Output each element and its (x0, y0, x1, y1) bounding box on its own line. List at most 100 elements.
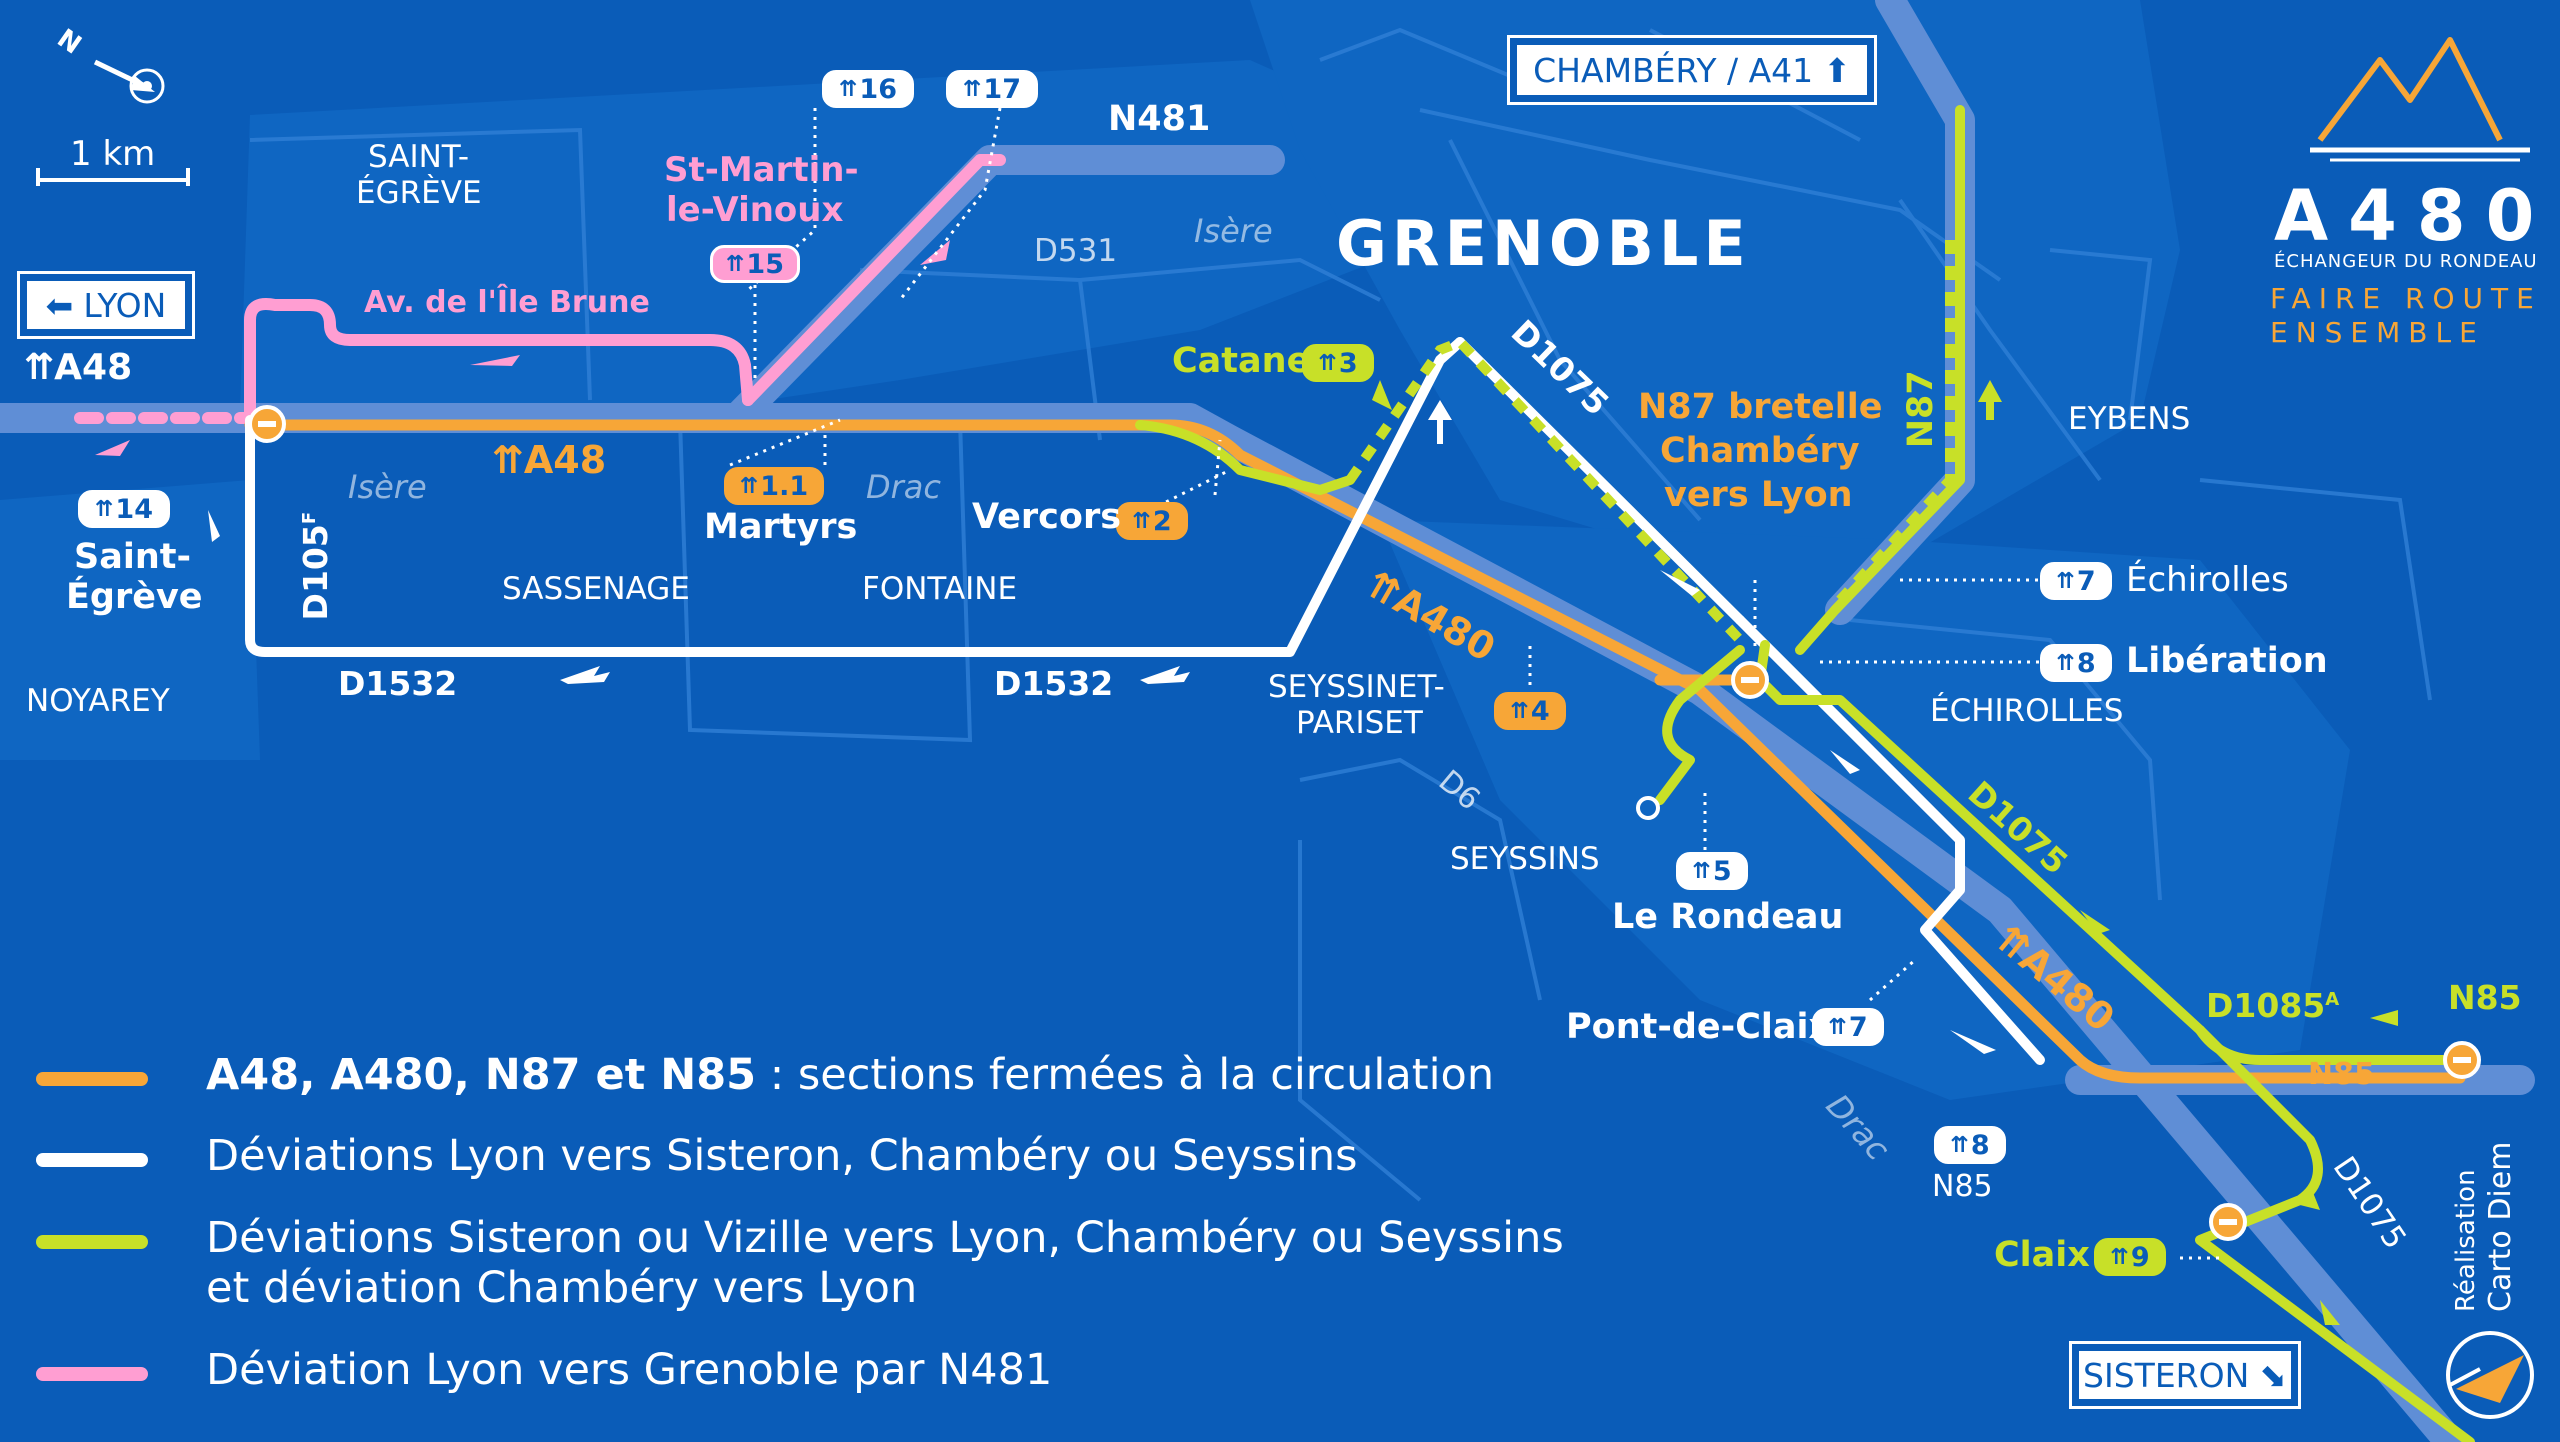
exit-badge-7b: ⇈7 (1812, 1008, 1884, 1046)
arrow-claix-up (2300, 1185, 2320, 1210)
pink-detour (74, 154, 1006, 424)
sign-lyon-label: LYON (83, 285, 167, 325)
river-isere-left: Isère (348, 468, 427, 506)
legend-row-pink: Déviation Lyon vers Grenoble par N481 (36, 1345, 1052, 1395)
place-fontaine: FONTAINE (862, 571, 1018, 607)
road-d1532-right: D1532 (994, 664, 1114, 703)
road-d105f: D105F (296, 511, 336, 621)
exit-name-martyrs: Martyrs (704, 507, 858, 547)
place-seyssins: SEYSSINS (1450, 841, 1600, 877)
place-saint-egreve-2: ÉGRÈVE (356, 175, 482, 211)
arrow-pont-de-claix (1950, 1030, 1996, 1054)
exit-name-le-rondeau: Le Rondeau (1612, 897, 1844, 937)
place-grenoble: GRENOBLE (1336, 207, 1751, 280)
scale-label: 1 km (70, 134, 156, 174)
road-n481: N481 (1108, 99, 1211, 139)
arrow-d1532-left (560, 666, 610, 684)
arrow-catane (1372, 380, 1392, 410)
road-n87: N87 (1900, 370, 1941, 449)
compass-icon (93, 59, 165, 104)
exit-icon: ⇈ (2056, 568, 2074, 594)
brand-tagline-2: ENSEMBLE (2270, 316, 2485, 349)
place-sassenage: SASSENAGE (502, 571, 690, 607)
exit-name-claix: Claix (1994, 1235, 2090, 1275)
le-rondeau-ring (1636, 796, 1660, 820)
sign-lyon: ⬅LYON (17, 271, 195, 339)
exit-badge-14: ⇈14 (78, 490, 170, 528)
legend-text-white: Déviations Lyon vers Sisteron, Chambéry … (206, 1131, 1358, 1181)
place-noyarey: NOYAREY (26, 683, 170, 719)
arrow-d1075-up (1428, 400, 1452, 444)
arrow-up-icon: ⬆ (1823, 50, 1851, 90)
green-dashed-detour (1345, 240, 1955, 644)
exit-icon: ⇈ (94, 496, 113, 522)
direction-arrows (208, 400, 1996, 1054)
green-arrows (1372, 380, 2398, 1325)
legend-swatch-white (36, 1153, 148, 1167)
sign-chambery-label: CHAMBÉRY / A41 (1533, 50, 1814, 90)
brand-subtitle: ÉCHANGEUR DU RONDEAU (2274, 251, 2538, 272)
arrow-echirolles-down (1830, 750, 1860, 774)
legend-row-white: Déviations Lyon vers Sisteron, Chambéry … (36, 1131, 1358, 1181)
credit-line-2: Carto Diem (2483, 1141, 2518, 1312)
exit-badge-8b: ⇈8 (1934, 1126, 2006, 1164)
place-echirolles: ÉCHIROLLES (1930, 693, 2124, 729)
legend-swatch-green (36, 1235, 148, 1249)
brand-tagline-1: FAIRE ROUTE (2270, 282, 2542, 315)
exit-icon: ⇈ (2056, 650, 2074, 676)
exit-name-st-martin-1: St-Martin- (664, 150, 859, 190)
sign-sisteron-label: SISTERON (2083, 1355, 2250, 1395)
arrow-d105f (208, 510, 220, 542)
scale-bar (36, 168, 190, 186)
exit-icon: ⇈ (1510, 698, 1528, 724)
exit-badge-15: ⇈15 (710, 245, 800, 283)
exit-icon: ⇈ (739, 473, 758, 499)
arrow-d1075-bottom (2320, 1300, 2340, 1325)
sign-chambery: CHAMBÉRY / A41⬆ (1507, 35, 1877, 105)
road-a48-left: ⇈A48 (24, 347, 133, 388)
exit-name-pont-de-claix: Pont-de-Claix (1566, 1007, 1832, 1047)
exit-icon: ⇈ (1828, 1014, 1846, 1040)
exit-badge-16: ⇈16 (822, 70, 914, 108)
exit-name-n87-bretelle-1: N87 bretelle (1638, 387, 1883, 427)
motorway-icon: ⇈ (492, 438, 524, 482)
credit-line-1: Réalisation (2451, 1169, 2481, 1312)
exit-badge-17: ⇈17 (946, 70, 1038, 108)
exit-name-vercors: Vercors (972, 497, 1122, 537)
exit-name-saint-egreve-2: Égrève (66, 577, 203, 617)
exit-icon: ⇈ (1318, 350, 1336, 376)
mountain-logo-icon (2310, 37, 2530, 162)
place-seyssinet-1: SEYSSINET- (1268, 669, 1445, 705)
road-n85-mid: N85 (2308, 1057, 2375, 1092)
exit-badge-2: ⇈2 (1116, 502, 1188, 540)
river-drac-top: Drac (866, 468, 941, 506)
exit-icon: ⇈ (1132, 508, 1150, 534)
sign-sisteron: SISTERON⬊ (2069, 1341, 2301, 1409)
place-saint-egreve-1: SAINT- (368, 139, 470, 175)
road-ile-brune: Av. de l'Île Brune (364, 285, 650, 320)
exit-badge-8a: ⇈8 (2040, 644, 2112, 682)
exit-badge-5: ⇈5 (1676, 852, 1748, 890)
exit-name-saint-egreve-1: Saint- (74, 537, 191, 577)
river-isere-top: Isère (1194, 212, 1273, 250)
urban-block-west (0, 480, 260, 760)
arrow-left-icon: ⬅ (45, 285, 74, 325)
exit-icon: ⇈ (838, 76, 857, 102)
legend-row-closed: A48, A480, N87 et N85 : sections fermées… (36, 1050, 1494, 1100)
place-eybens: EYBENS (2068, 401, 2191, 437)
exit-icon: ⇈ (725, 251, 744, 277)
exit-icon: ⇈ (1950, 1132, 1968, 1158)
arrow-ile-brune (470, 355, 520, 366)
place-seyssinet-2: PARISET (1296, 705, 1423, 741)
arrow-saint-egreve-pink (95, 440, 130, 456)
arrow-n87-up (1978, 380, 2002, 420)
exit-name-liberation: Libération (2126, 641, 2328, 681)
brand-title: A480 (2274, 175, 2555, 257)
green-detour (1135, 105, 2475, 1442)
legend-swatch-closed (36, 1072, 148, 1086)
arrow-d1532-right (1140, 666, 1190, 684)
arrow-rondeau-down (1660, 570, 1700, 596)
road-d1532-left: D1532 (338, 664, 458, 703)
exit-name-st-martin-2: le-Vinoux (666, 190, 844, 230)
